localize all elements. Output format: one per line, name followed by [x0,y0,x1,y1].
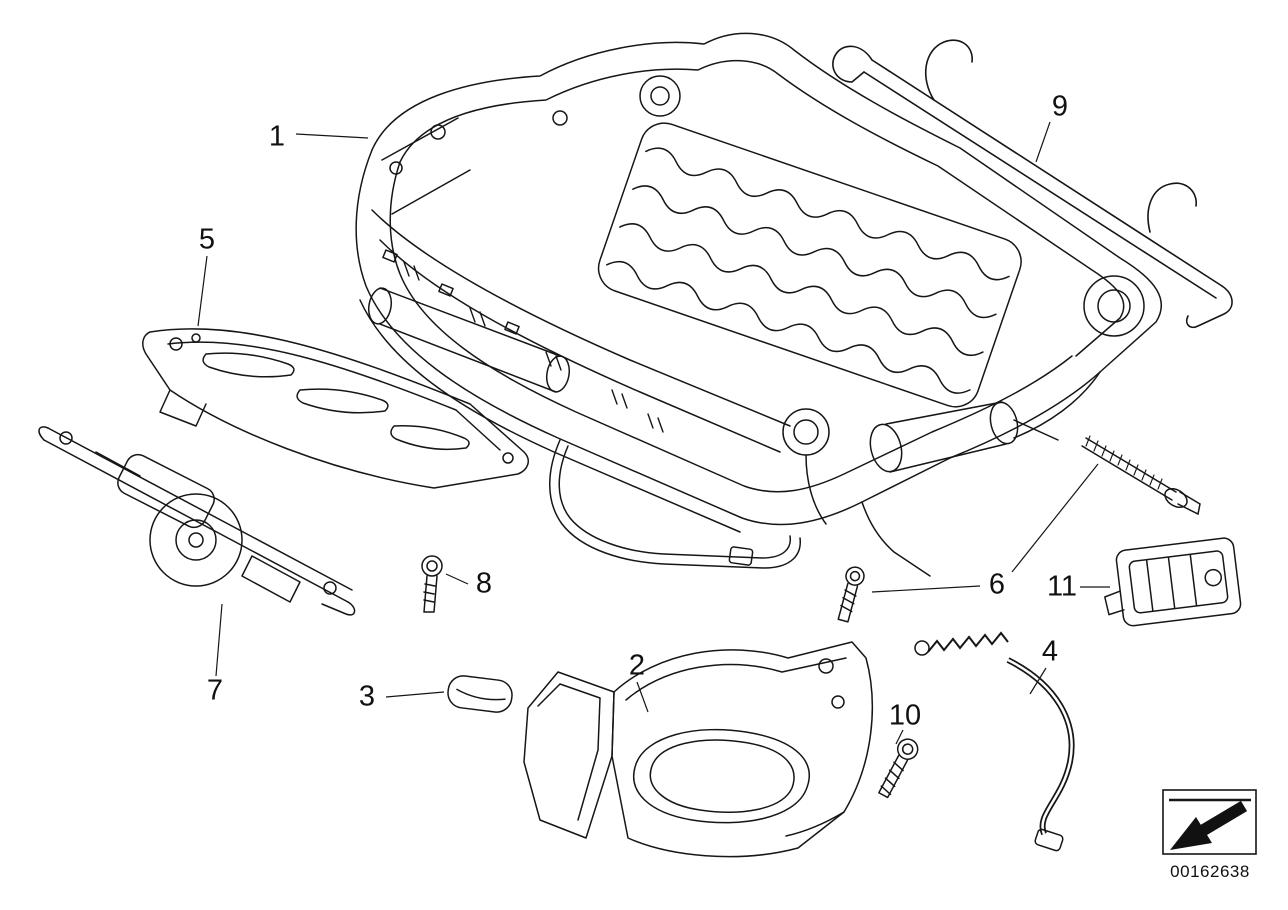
callout-6[interactable]: 6 [988,568,1006,601]
leader-line-2 [636,681,649,713]
part-seat-frame-drawing [355,32,1162,577]
callout-9[interactable]: 9 [1051,90,1069,123]
leader-line-6b [871,585,981,593]
part-seat-drive-drawing [38,426,356,616]
callout-7[interactable]: 7 [206,674,224,707]
callout-1[interactable]: 1 [268,120,286,153]
callout-8[interactable]: 8 [475,567,493,600]
callout-5[interactable]: 5 [198,223,216,256]
part-actuator-module-drawing [1104,537,1242,627]
leader-line-8 [445,573,469,585]
direction-arrow-icon [1169,798,1251,850]
leader-line-4 [1029,667,1047,695]
leader-line-3 [385,691,445,698]
part-screw-8-drawing [421,555,443,613]
callout-2[interactable]: 2 [628,649,646,682]
callout-leader-lines [197,121,1110,745]
part-screw-10-drawing [878,738,919,799]
diagram-part-number: 00162638 [1170,862,1250,881]
leader-line-7 [215,603,223,677]
part-cap-drawing [447,675,513,713]
direction-arrow-box [1162,789,1257,855]
callout-4[interactable]: 4 [1041,635,1059,668]
part-seat-pan-panel-drawing [142,328,529,489]
leader-line-6a [1011,463,1099,573]
leader-line-1 [295,133,369,139]
part-screw-6-drawing [837,566,865,623]
part-seat-rail-drawing [832,39,1233,329]
part-bowden-cable-drawing [914,631,1075,852]
leader-line-10 [895,729,904,745]
callout-11[interactable]: 11 [1046,570,1078,603]
leader-line-5 [197,255,208,327]
callout-10[interactable]: 10 [888,699,922,732]
part-seat-trim-drawing [523,641,873,858]
part-spindle-drawing [1081,435,1201,516]
callout-3[interactable]: 3 [358,680,376,713]
leader-line-9 [1035,121,1051,163]
